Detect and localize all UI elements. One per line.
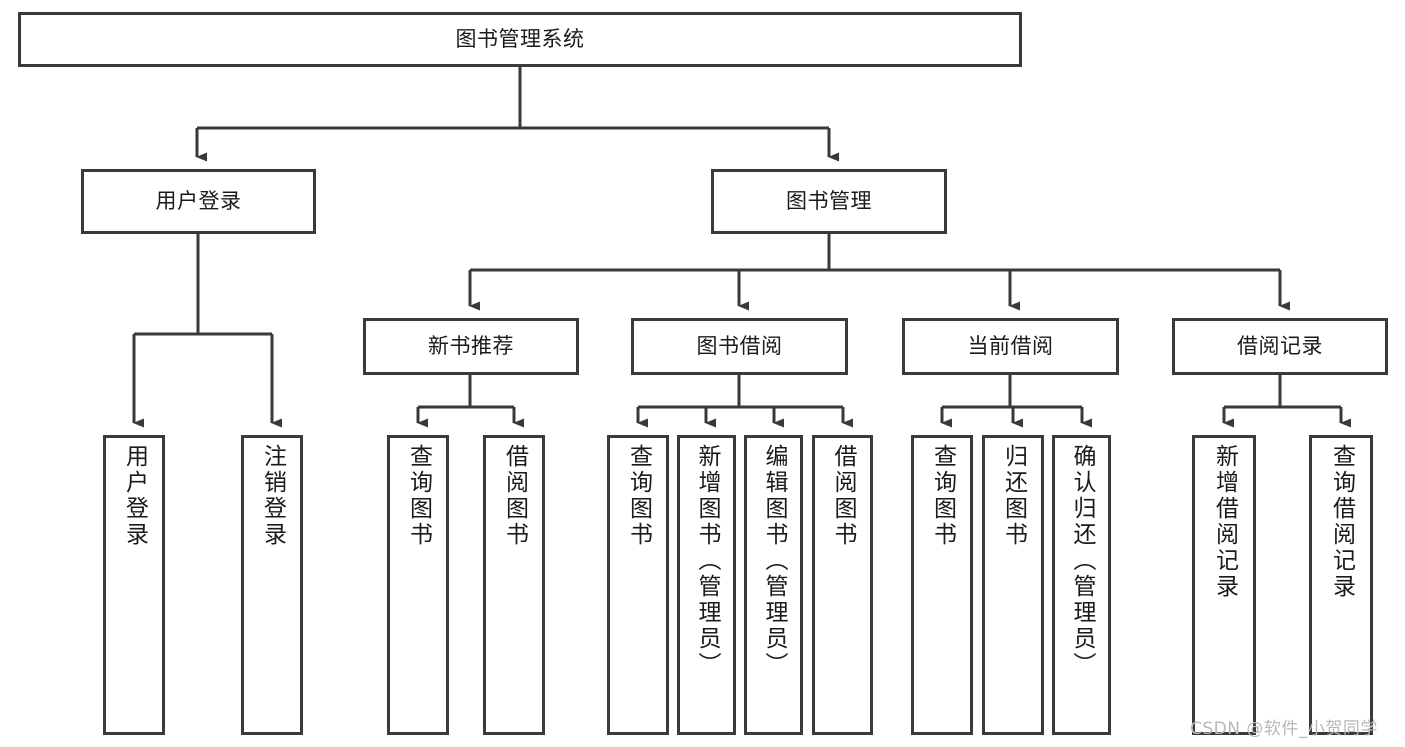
node-current-borrow-label: 当前借阅	[967, 334, 1054, 359]
node-leaf-user-login[interactable]: 用户登录	[103, 435, 165, 735]
node-leaf-query-book-2-label: 查询图书	[625, 444, 652, 548]
node-leaf-confirm-return-admin[interactable]: 确认归还（管理员）	[1052, 435, 1111, 735]
node-leaf-user-login-label: 用户登录	[121, 444, 148, 548]
node-book-borrow[interactable]: 图书借阅	[631, 318, 848, 375]
node-leaf-query-book-3[interactable]: 查询图书	[911, 435, 973, 735]
node-root-label: 图书管理系统	[455, 27, 585, 52]
csdn-watermark: CSDN @软件_小贺同学	[1190, 719, 1378, 739]
node-leaf-query-book-1[interactable]: 查询图书	[387, 435, 449, 735]
node-leaf-borrow-book-1-label: 借阅图书	[501, 444, 528, 548]
node-book-management-label: 图书管理	[786, 189, 872, 214]
node-leaf-query-book-1-label: 查询图书	[405, 444, 432, 548]
node-new-book-recommend[interactable]: 新书推荐	[363, 318, 579, 375]
node-leaf-add-borrow-record[interactable]: 新增借阅记录	[1192, 435, 1256, 735]
node-leaf-add-borrow-record-label: 新增借阅记录	[1211, 444, 1238, 600]
node-leaf-confirm-return-admin-label: 确认归还（管理员）	[1069, 444, 1095, 678]
node-leaf-query-book-3-label: 查询图书	[929, 444, 956, 548]
node-leaf-add-book-admin[interactable]: 新增图书（管理员）	[677, 435, 736, 735]
node-current-borrow[interactable]: 当前借阅	[902, 318, 1119, 375]
node-leaf-borrow-book-2-label: 借阅图书	[830, 444, 856, 548]
node-book-management[interactable]: 图书管理	[711, 169, 947, 234]
node-new-book-recommend-label: 新书推荐	[428, 334, 514, 359]
node-leaf-logout-label: 注销登录	[259, 444, 286, 548]
node-borrow-record[interactable]: 借阅记录	[1172, 318, 1388, 375]
node-leaf-borrow-book-2[interactable]: 借阅图书	[812, 435, 873, 735]
node-leaf-query-borrow-record-label: 查询借阅记录	[1328, 444, 1355, 600]
node-leaf-edit-book-admin[interactable]: 编辑图书（管理员）	[744, 435, 803, 735]
node-leaf-add-book-admin-label: 新增图书（管理员）	[694, 444, 720, 678]
node-book-borrow-label: 图书借阅	[696, 334, 783, 359]
node-leaf-borrow-book-1[interactable]: 借阅图书	[483, 435, 545, 735]
node-leaf-edit-book-admin-label: 编辑图书（管理员）	[761, 444, 787, 678]
node-leaf-query-book-2[interactable]: 查询图书	[607, 435, 669, 735]
node-leaf-return-book-label: 归还图书	[1000, 444, 1027, 548]
node-user-login-label: 用户登录	[155, 189, 242, 214]
node-leaf-logout[interactable]: 注销登录	[241, 435, 303, 735]
node-leaf-return-book[interactable]: 归还图书	[982, 435, 1044, 735]
node-user-login[interactable]: 用户登录	[81, 169, 316, 234]
node-leaf-query-borrow-record[interactable]: 查询借阅记录	[1309, 435, 1373, 735]
node-root[interactable]: 图书管理系统	[18, 12, 1022, 67]
node-borrow-record-label: 借阅记录	[1237, 334, 1323, 359]
